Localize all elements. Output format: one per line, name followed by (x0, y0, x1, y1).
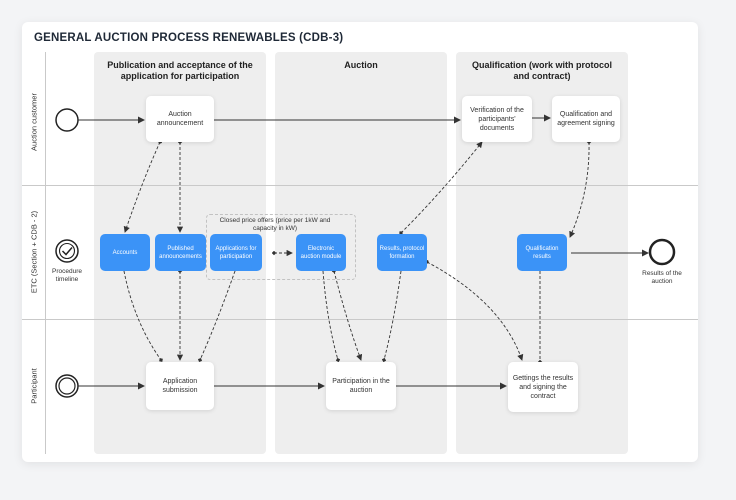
node-application-submission: Application submission (146, 362, 214, 410)
node-results-protocol: Results, protocol formation (377, 234, 427, 271)
node-qualification-results: Qualification results (517, 234, 567, 271)
node-applications: Applications for participation (210, 234, 262, 271)
end-event (648, 238, 676, 266)
diagram-title: GENERAL AUCTION PROCESS RENEWABLES (CDB-… (34, 32, 344, 44)
node-published-announcements: Published announcements (155, 234, 206, 271)
start-event-customer (55, 108, 79, 132)
results-of-auction-label: Results of the auction (642, 270, 682, 285)
lane-divider-1 (22, 185, 698, 186)
column-header-publication: Publication and acceptance of the applic… (107, 60, 253, 81)
column-header-auction: Auction (344, 60, 378, 70)
node-gettings-results: Gettings the results and signing the con… (508, 362, 578, 412)
node-electronic-module: Electronic auction module (296, 234, 346, 271)
node-auction-announcement: Auction announcement (146, 96, 214, 142)
column-header-qualification: Qualification (work with protocol and co… (471, 60, 612, 81)
closed-price-offers-label: Closed price offers (price per 1kW and c… (219, 217, 331, 232)
node-participation: Participation in the auction (326, 362, 396, 410)
procedure-timeline-label: Procedure timeline (52, 268, 82, 283)
closed-price-offers-group (206, 214, 356, 280)
node-accounts: Accounts (100, 234, 150, 271)
lane-divider-vertical (45, 52, 46, 454)
flow-connectors (55, 108, 676, 398)
diagram-card: GENERAL AUCTION PROCESS RENEWABLES (CDB-… (22, 22, 698, 462)
node-verification: Verification of the participants' docume… (462, 96, 532, 142)
node-qualification-signing: Qualification and agreement signing (552, 96, 620, 142)
